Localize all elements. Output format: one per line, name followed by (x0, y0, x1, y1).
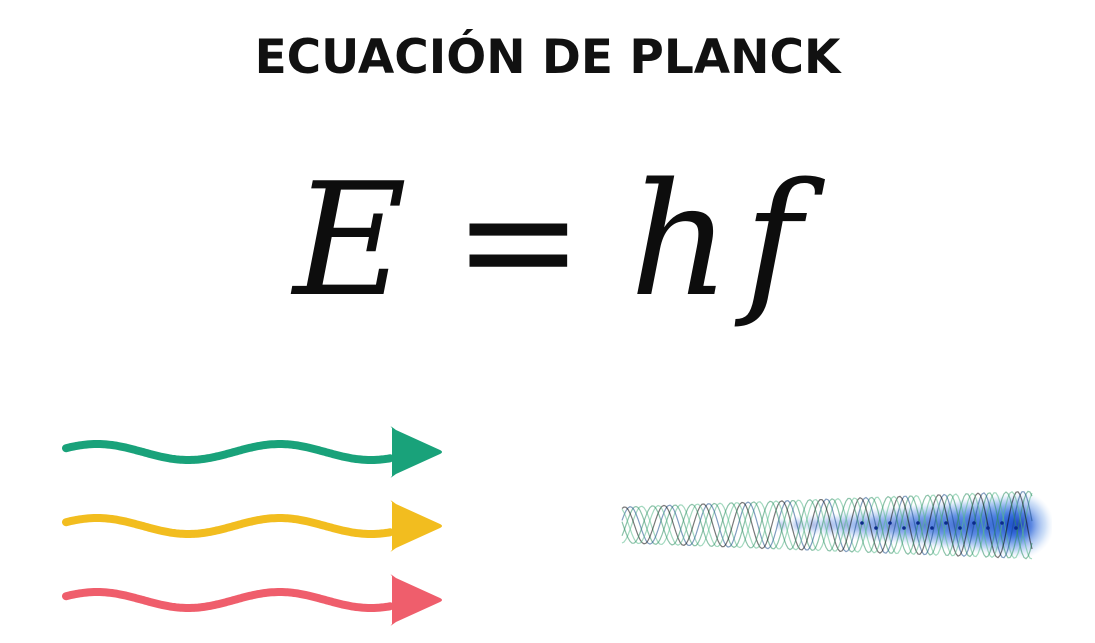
photon-particle-dot (916, 521, 920, 525)
wave-arrow-yellow-line (62, 514, 394, 538)
wave-arrow-red-head (390, 574, 442, 626)
equation-equals-sign: = (452, 149, 584, 331)
photon-wave-strand (621, 491, 1033, 560)
page-title: ECUACIÓN DE PLANCK (254, 30, 841, 85)
wave-arrow-red-line (62, 588, 394, 612)
photon-particle-dot (958, 526, 962, 530)
planck-equation: E=hf (0, 140, 1095, 340)
wave-arrows-illustration (62, 426, 442, 626)
wave-arrow-green-line (62, 440, 394, 464)
photon-wave-strand (621, 491, 1033, 559)
photon-wave-strand (621, 492, 1033, 559)
photon-wave-strand (621, 490, 1033, 559)
photon-particle-dot (972, 521, 976, 525)
photon-particle-dot (930, 526, 934, 530)
wave-arrow-green-head (390, 426, 442, 478)
equation-frequency-symbol: f (744, 149, 802, 331)
photon-wave-packet-illustration (621, 490, 1052, 560)
photon-particle-dot (944, 521, 948, 525)
photon-particle-dot (860, 521, 864, 525)
equation-planck-constant-symbol: h (629, 149, 731, 331)
equation-energy-symbol: E (293, 149, 407, 331)
photon-particle-dot (986, 526, 990, 530)
photon-wave-strand (621, 491, 1033, 559)
photon-particle-dot (902, 526, 906, 530)
photon-particle-dot (888, 521, 892, 525)
wave-arrow-yellow-head (390, 500, 442, 552)
photon-particle-dot (1000, 521, 1004, 525)
photon-particle-dot (1014, 526, 1018, 530)
photon-particle-dot (874, 526, 878, 530)
photon-wave-strand (621, 491, 1033, 560)
